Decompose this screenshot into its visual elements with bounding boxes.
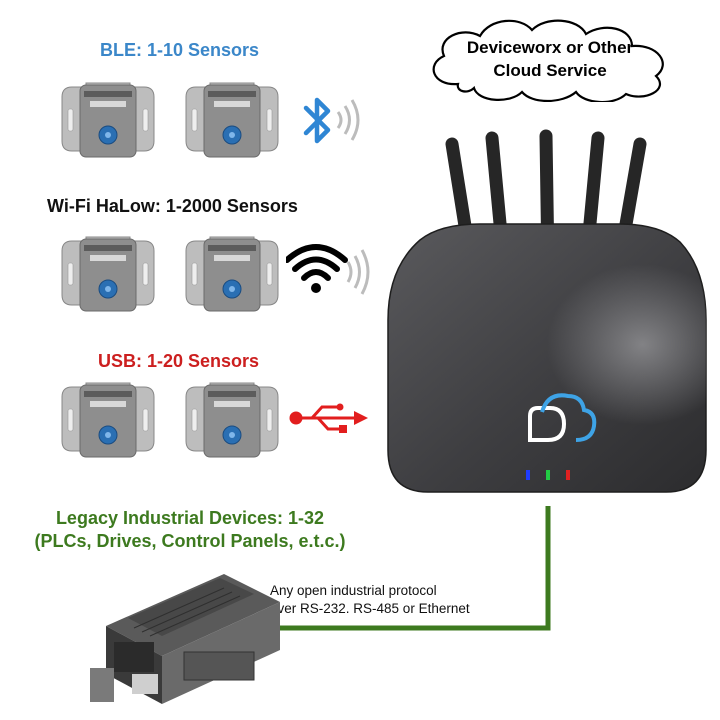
plc-device [90, 574, 280, 704]
led-green [546, 470, 550, 480]
cloud-label: Deviceworx or Other Cloud Service [440, 36, 660, 82]
deviceworx-logo-icon [528, 393, 597, 442]
protocol-line1: Any open industrial protocol [270, 583, 437, 598]
halow-heading: Wi-Fi HaLow: 1-2000 Sensors [47, 196, 298, 216]
bluetooth-icon [303, 97, 360, 144]
led-red [566, 470, 570, 480]
led-blue [526, 470, 530, 480]
legacy-heading-line2: (PLCs, Drives, Control Panels, e.t.c.) [34, 531, 346, 551]
wifi-icon [286, 244, 370, 295]
usb-icon [289, 403, 368, 433]
usb-heading: USB: 1-20 Sensors [98, 351, 260, 371]
cloud-label-line1: Deviceworx or Other [466, 38, 634, 57]
cloud-shape [432, 19, 664, 102]
protocol-line2: over RS-232. RS-485 or Ethernet [270, 601, 470, 616]
gateway-device [387, 129, 707, 493]
cloud-label-line2: Cloud Service [493, 61, 607, 80]
ble-heading: BLE: 1-10 Sensors [100, 40, 260, 60]
legacy-heading-line1: Legacy Industrial Devices: 1-32 [55, 508, 325, 528]
